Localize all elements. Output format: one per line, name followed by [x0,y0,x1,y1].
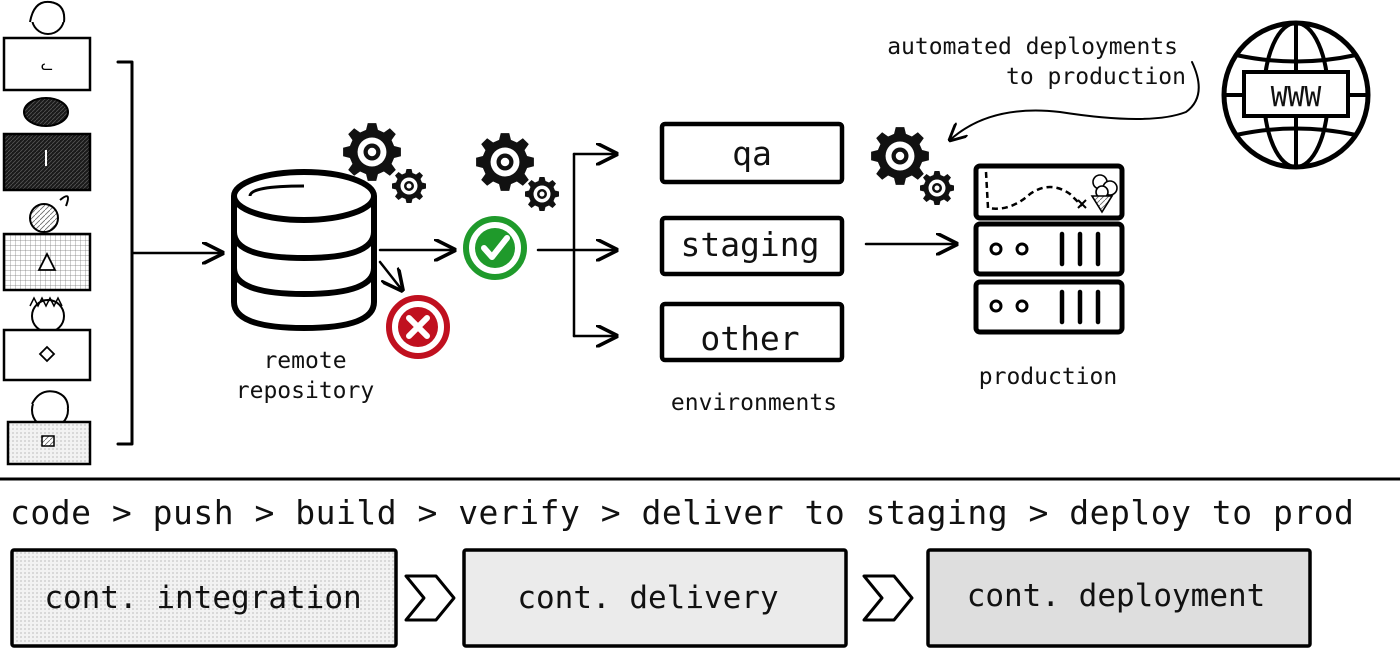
developer-triangle [2,195,92,292]
environments-label: environments [671,390,837,416]
cross-icon [386,295,450,359]
pipeline-steps: code > push > build > verify > deliver t… [10,493,1354,532]
check-icon [463,216,527,280]
gear-icon [871,127,954,205]
environment-label: other [700,319,799,358]
developer-dark [2,97,92,192]
developer-diamond [2,296,92,382]
environment-label: staging [680,225,819,264]
step-deploy: deploy to prod [1069,493,1354,532]
step-code: code [10,493,91,532]
environment-label: qa [732,134,772,173]
developer-cat: ᓚ [2,0,92,92]
step-verify: verify [458,493,580,532]
chevron-right-icon [404,574,456,622]
stage-continuous-deployment: cont. deployment [926,548,1312,648]
step-separator: > [1029,493,1049,532]
step-separator: > [112,493,132,532]
annotation-line-1: automated deployments [887,34,1178,60]
step-separator: > [254,493,274,532]
repository-label-line-2: repository [236,378,374,404]
developer-square [6,390,92,466]
stage-label: cont. delivery [517,580,778,616]
environment-staging: staging [659,215,845,277]
server-icon [973,163,1125,335]
stage-continuous-delivery: cont. delivery [462,548,848,648]
annotation-line-2: to production [1006,64,1186,90]
stage-label: cont. integration [44,580,361,616]
stage-label: cont. deployment [967,578,1266,614]
chevron-right-icon [862,574,914,622]
environment-other: other [659,301,845,363]
svg-text:ᓚ: ᓚ [41,58,53,74]
www-label: WWW [1271,80,1322,113]
step-deliver: deliver to staging [642,493,1009,532]
step-separator: > [417,493,437,532]
production-label: production [979,364,1117,390]
gear-icon [476,133,559,211]
stage-continuous-integration: cont. integration [10,548,398,648]
environment-branch [536,154,616,336]
repository-label-line-1: remote [263,348,346,374]
database-icon [231,169,377,332]
fail-arrow [378,260,402,290]
globe-icon: WWW [1221,20,1371,170]
environment-qa: qa [659,121,845,185]
developers-bracket [116,60,222,446]
annotation-arrow [950,61,1200,140]
step-push: push [153,493,234,532]
step-separator: > [601,493,621,532]
step-build: build [295,493,397,532]
